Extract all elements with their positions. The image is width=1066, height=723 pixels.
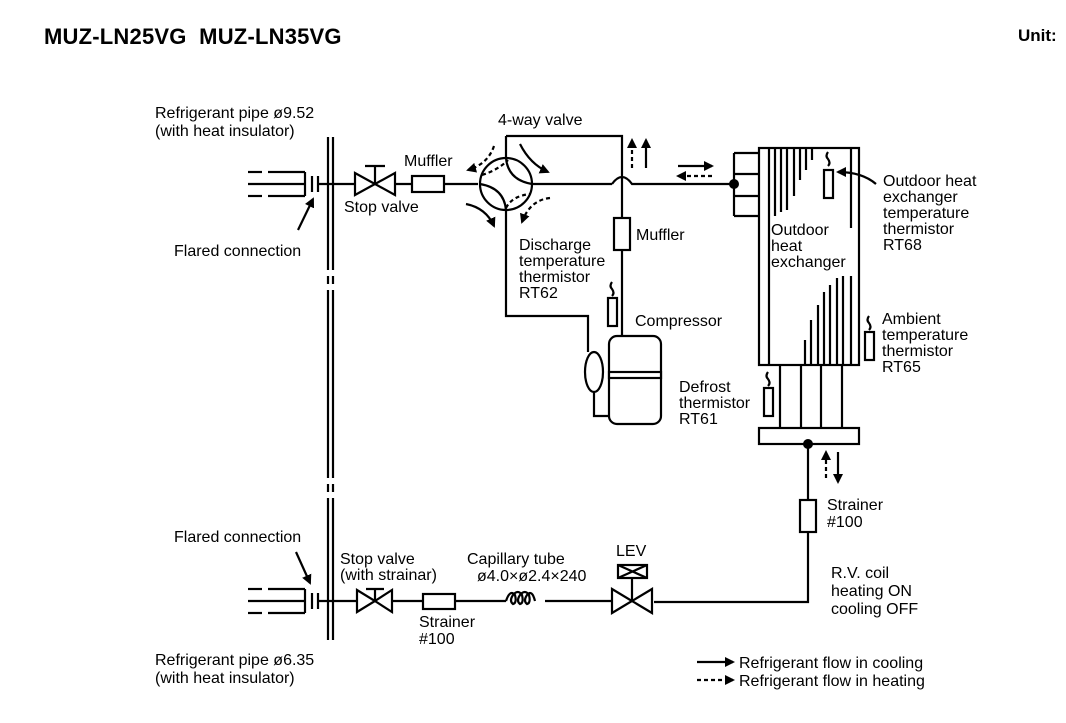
stop-valve-upper-icon bbox=[353, 164, 397, 197]
defrost-thermistor-label: Defrost bbox=[679, 379, 731, 396]
flared-upper-label: Flared connection bbox=[174, 243, 301, 260]
strainer-lower-label: #100 bbox=[419, 631, 455, 648]
ambient-thermistor-label: RT65 bbox=[882, 359, 921, 376]
legend-cooling-label: Refrigerant flow in cooling bbox=[739, 655, 923, 672]
strainer-lower-label: Strainer bbox=[419, 614, 476, 631]
flared-lower-label: Flared connection bbox=[174, 529, 301, 546]
defrost-thermistor-label: thermistor bbox=[679, 395, 751, 412]
muffler-upper-label: Muffler bbox=[404, 153, 453, 170]
heat-exchanger-thermistor-label: Outdoor heat bbox=[883, 173, 977, 190]
heat-exchanger-thermistor-label: RT68 bbox=[883, 237, 922, 254]
discharge-thermistor-icon bbox=[606, 281, 619, 328]
discharge-thermistor-label: thermistor bbox=[519, 269, 591, 286]
compressor-label: Compressor bbox=[635, 313, 723, 330]
outdoor-heat-exchanger-icon bbox=[757, 146, 861, 446]
rv-coil-label: R.V. coil bbox=[831, 565, 889, 582]
discharge-thermistor-label: RT62 bbox=[519, 285, 558, 302]
ambient-thermistor-label: thermistor bbox=[882, 343, 954, 360]
heat-exchanger-label: exchanger bbox=[771, 254, 846, 271]
strainer-right-icon bbox=[798, 498, 818, 534]
heat-exchanger-label: Outdoor bbox=[771, 222, 829, 239]
flared-lower-pointer-arrow bbox=[294, 551, 312, 585]
flared-upper-pointer-arrow bbox=[297, 197, 315, 231]
strainer-right-label: #100 bbox=[827, 514, 863, 531]
pipe-lower-label: (with heat insulator) bbox=[155, 670, 295, 687]
rv-coil-label: cooling OFF bbox=[831, 601, 918, 618]
heat-exchanger-thermistor-label: temperature bbox=[883, 205, 969, 222]
defrost-thermistor-icon bbox=[762, 371, 775, 418]
capillary-tube-label: ø4.0×ø2.4×240 bbox=[477, 568, 587, 585]
strainer-lower-icon bbox=[421, 592, 457, 611]
pipe-upper-label: (with heat insulator) bbox=[155, 123, 295, 140]
muffler-vertical-label: Muffler bbox=[636, 227, 685, 244]
four-way-valve-icon bbox=[465, 134, 624, 352]
discharge-thermistor-label: Discharge bbox=[519, 237, 591, 254]
ambient-thermistor-label: temperature bbox=[882, 327, 968, 344]
strainer-right-label: Strainer bbox=[827, 497, 884, 514]
discharge-thermistor-label: temperature bbox=[519, 253, 605, 270]
capillary-tube-label: Capillary tube bbox=[467, 551, 565, 568]
lev-valve-icon bbox=[610, 563, 654, 615]
upper-indoor-pipe-icon bbox=[248, 170, 320, 198]
capillary-tube-icon bbox=[504, 590, 537, 606]
ambient-thermistor-icon bbox=[863, 315, 876, 362]
heat-exchanger-thermistor-label: exchanger bbox=[883, 189, 958, 206]
page-title: MUZ-LN25VG MUZ-LN35VG bbox=[44, 24, 342, 49]
pipe-lower-label: Refrigerant pipe ø6.35 bbox=[155, 652, 314, 669]
compressor-icon bbox=[583, 334, 663, 426]
wall-divider bbox=[326, 137, 335, 640]
thermistor-pointer-arrow bbox=[836, 167, 877, 185]
muffler-upper-icon bbox=[410, 174, 446, 194]
ambient-thermistor-label: Ambient bbox=[882, 311, 941, 328]
heat-exchanger-thermistor-icon bbox=[822, 151, 835, 200]
stop-valve-upper-label: Stop valve bbox=[344, 199, 419, 216]
lower-indoor-pipe-icon bbox=[248, 587, 320, 615]
lev-label: LEV bbox=[616, 543, 647, 560]
legend-heating-label: Refrigerant flow in heating bbox=[739, 673, 925, 690]
pipe-crossover bbox=[611, 175, 734, 186]
rv-coil-label: heating ON bbox=[831, 583, 912, 600]
unit-label: Unit: bbox=[1018, 26, 1057, 45]
muffler-vertical-icon bbox=[612, 216, 632, 252]
stop-valve-lower-label: Stop valve bbox=[340, 551, 415, 568]
stop-valve-lower-icon bbox=[355, 587, 394, 615]
defrost-thermistor-label: RT61 bbox=[679, 411, 718, 428]
heat-exchanger-thermistor-label: thermistor bbox=[883, 221, 955, 238]
pipe-upper-label: Refrigerant pipe ø9.52 bbox=[155, 105, 314, 122]
stop-valve-lower-label: (with strainar) bbox=[340, 567, 437, 584]
four-way-valve-label: 4-way valve bbox=[498, 112, 583, 129]
heat-exchanger-manifold bbox=[729, 151, 760, 218]
heat-exchanger-label: heat bbox=[771, 238, 803, 255]
